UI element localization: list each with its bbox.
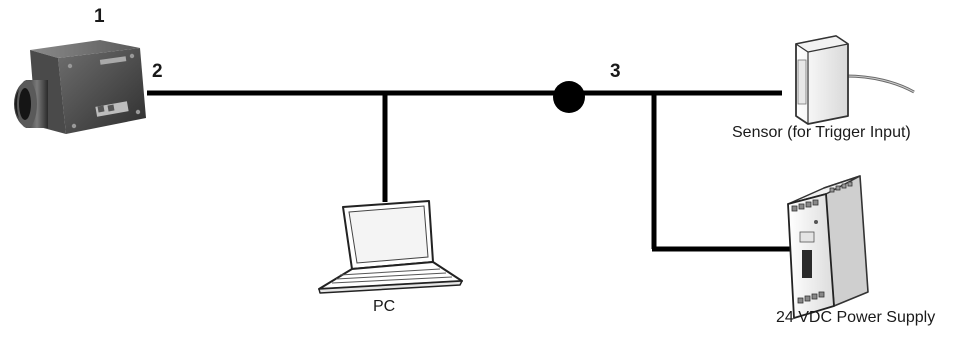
laptop-icon xyxy=(318,200,463,294)
cable-junction xyxy=(553,81,585,113)
cable-network xyxy=(147,81,790,252)
photoelectric-sensor-icon xyxy=(795,35,915,125)
power-supply-label: 24 VDC Power Supply xyxy=(776,309,936,326)
callout-2: 2 xyxy=(152,61,163,82)
callout-1: 1 xyxy=(94,6,105,27)
sensor-label: Sensor (for Trigger Input) xyxy=(732,124,911,141)
pc-label: PC xyxy=(373,298,396,315)
camera-icon xyxy=(14,40,146,134)
din-rail-power-supply-icon xyxy=(787,175,869,319)
callout-3: 3 xyxy=(610,61,621,82)
